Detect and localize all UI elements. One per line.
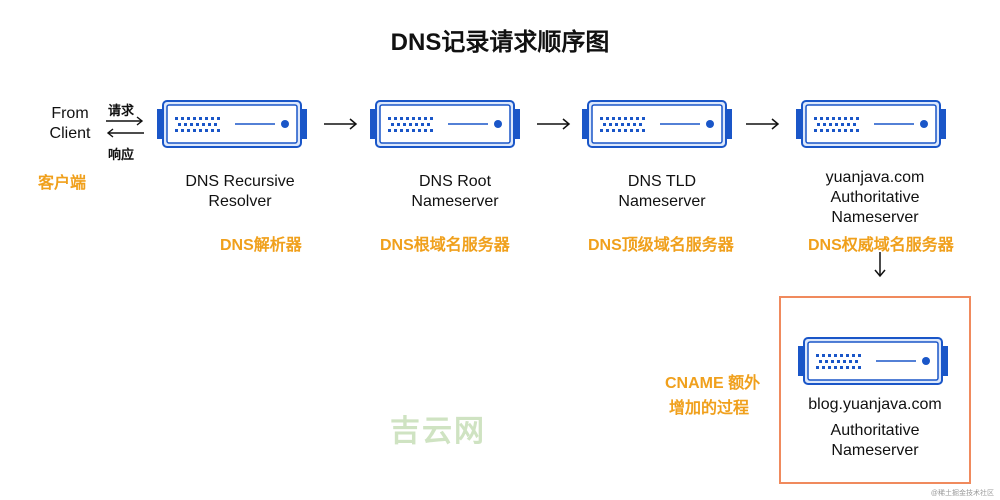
node-name-line: DNS TLD xyxy=(627,173,697,190)
client-label: From Client xyxy=(40,104,100,144)
cname-note-line1: CNAME 额外 xyxy=(665,375,761,392)
tld-nameserver-name: DNS TLD Nameserver xyxy=(582,172,742,212)
response-label: 响应 xyxy=(108,147,135,162)
cname-note-line2: 增加的过程 xyxy=(669,400,750,417)
node-name-line: DNS Root xyxy=(418,173,492,190)
authoritative-tag: DNS权威域名服务器 xyxy=(808,237,954,254)
corner-watermark: @稀土掘金技术社区 xyxy=(930,490,994,497)
request-response-arrows xyxy=(106,116,144,138)
tld-nameserver-server-icon xyxy=(582,100,732,148)
client-tag: 客户端 xyxy=(38,175,87,192)
node-name-line: Nameserver xyxy=(411,193,499,210)
domain-name: yuanjava.com xyxy=(825,169,925,186)
authoritative-name: yuanjava.com Authoritative Nameserver xyxy=(795,168,955,228)
root-nameserver-tag: DNS根域名服务器 xyxy=(380,237,510,254)
node-name-line: Authoritative xyxy=(830,422,920,439)
root-nameserver-name: DNS Root Nameserver xyxy=(375,172,535,212)
watermark: 吉云网 xyxy=(390,415,486,448)
client-label-line2: Client xyxy=(49,125,91,142)
recursive-resolver-server-icon xyxy=(157,100,307,148)
cname-box xyxy=(779,296,971,484)
cname-server-icon xyxy=(798,337,948,385)
root-nameserver-server-icon xyxy=(370,100,520,148)
node-name-line: Resolver xyxy=(208,193,272,210)
recursive-resolver-name: DNS Recursive Resolver xyxy=(160,172,320,212)
node-name-line: Authoritative xyxy=(830,189,920,206)
node-name-line: Nameserver xyxy=(831,442,919,459)
node-name-line: Nameserver xyxy=(831,209,919,226)
client-label-line1: From xyxy=(51,105,89,122)
cname-domain-name: blog.yuanjava.com xyxy=(808,396,942,413)
response-arrow xyxy=(106,128,144,138)
node-name-line: Nameserver xyxy=(618,193,706,210)
page-title: DNS记录请求顺序图 xyxy=(390,29,610,56)
recursive-resolver-tag: DNS解析器 xyxy=(220,237,302,254)
request-label: 请求 xyxy=(108,103,135,118)
cname-node-name: blog.yuanjava.com Authoritative Nameserv… xyxy=(781,395,969,461)
arrow-to-root xyxy=(324,118,358,130)
arrow-down-to-cname xyxy=(874,252,886,278)
authoritative-server-icon xyxy=(796,100,946,148)
node-name-line: DNS Recursive xyxy=(185,173,295,190)
tld-nameserver-tag: DNS顶级域名服务器 xyxy=(588,237,734,254)
request-arrow xyxy=(106,116,144,126)
arrow-to-authoritative xyxy=(746,118,780,130)
arrow-to-tld xyxy=(537,118,571,130)
